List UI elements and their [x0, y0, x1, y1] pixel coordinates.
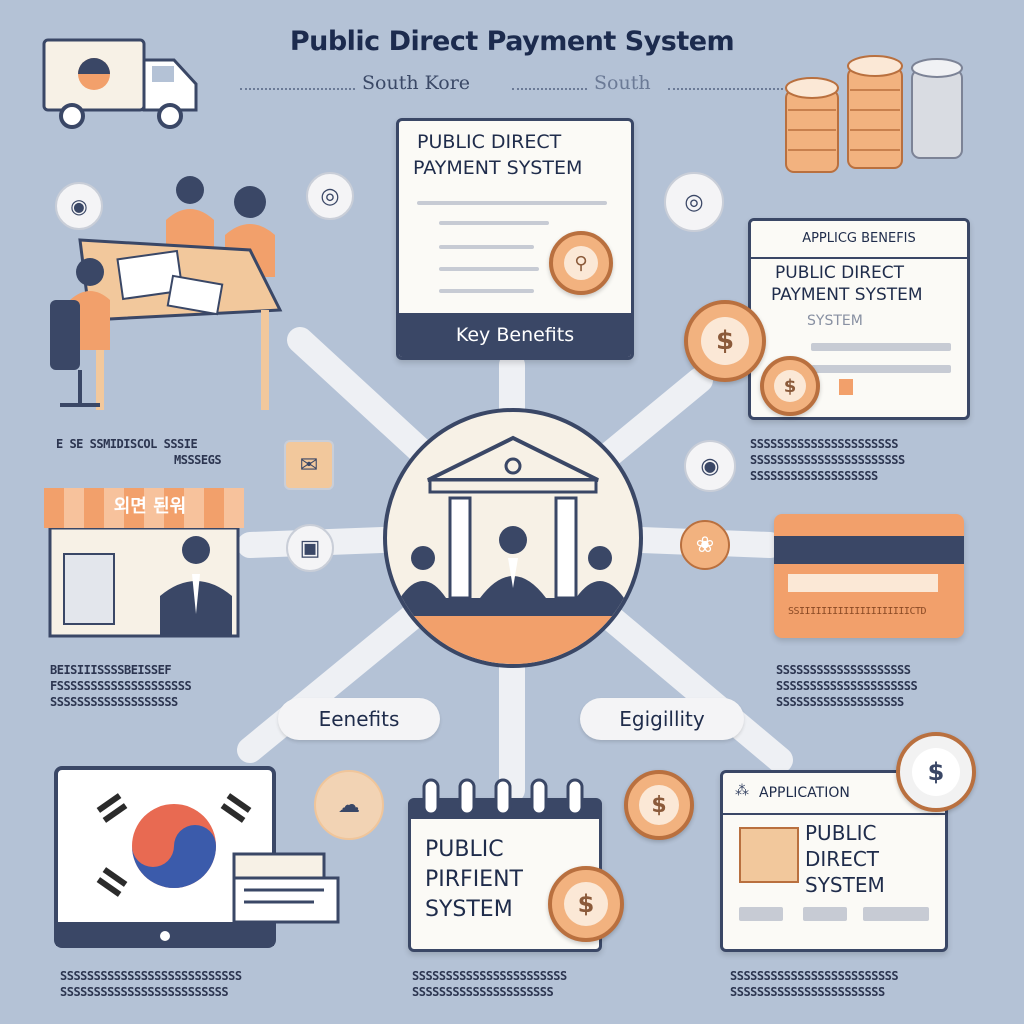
page-title: Public Direct Payment System: [289, 26, 735, 57]
text-line: [811, 343, 951, 351]
calendar-rings: [422, 778, 584, 816]
subtitle-left: South Kore: [362, 72, 471, 94]
card-header: APPLICG BENEFIS: [751, 221, 967, 259]
text-line: [863, 907, 929, 921]
office-desk-illustration: [50, 176, 283, 410]
divider: [240, 88, 355, 92]
globe-icon: ◎: [306, 172, 354, 220]
shield-icon: ◉: [55, 182, 103, 230]
card-subtitle: SYSTEM: [807, 313, 863, 329]
benefits-pill[interactable]: Eenefits: [278, 698, 440, 740]
government-hub-illustration: [383, 408, 643, 668]
dollar-coin-icon: $: [684, 300, 766, 382]
application-line3: SYSTEM: [805, 873, 885, 897]
coin-stacks-illustration: [785, 55, 963, 173]
caption-bottom-mid: SSSSSSSSSSSSSSSSSSSSSSS SSSSSSSSSSSSSSSS…: [412, 969, 567, 999]
credit-card-illustration: SSIIIIIIIIIIIIIIIIIIIICTD: [774, 514, 964, 638]
card-stripe: [774, 536, 964, 564]
dollar-coin-icon: $: [760, 356, 820, 416]
swatch: [839, 379, 853, 395]
text-line: [811, 365, 951, 373]
caption-bottom-right: SSSSSSSSSSSSSSSSSSSSSSSSS SSSSSSSSSSSSSS…: [730, 969, 899, 999]
dollar-coin-icon: $: [548, 866, 624, 942]
text-line: [439, 289, 534, 293]
card-title-line2: PAYMENT SYSTEM: [771, 285, 923, 305]
alert-icon: ⁂: [735, 783, 749, 799]
store-sign: 외면 된워: [113, 496, 187, 517]
card-number: SSIIIIIIIIIIIIIIIIIIIICTD: [788, 606, 927, 617]
caption-right-mid: SSSSSSSSSSSSSSSSSSSSSS SSSSSSSSSSSSSSSSS…: [750, 437, 905, 483]
image-placeholder: [739, 827, 799, 883]
application-line1: PUBLIC: [805, 821, 877, 845]
application-line2: DIRECT: [805, 847, 880, 871]
phone-icon: ▣: [286, 524, 334, 572]
subtitle-right: South: [594, 72, 651, 94]
dollar-coin-icon: $: [896, 732, 976, 812]
caption-right-low: SSSSSSSSSSSSSSSSSSSS SSSSSSSSSSSSSSSSSSS…: [776, 663, 918, 709]
text-line: [739, 907, 783, 921]
card-header: [723, 773, 945, 815]
magnifier-coin-icon: ⚲: [549, 231, 613, 295]
document-icon: ✉: [284, 440, 334, 490]
calendar-line1: PUBLIC: [425, 837, 504, 862]
card-title-line2: PAYMENT SYSTEM: [413, 157, 583, 179]
record-icon: ◉: [684, 440, 736, 492]
text-line: [417, 201, 607, 205]
food-icon: ❀: [680, 520, 730, 570]
dollar-coin-icon: $: [624, 770, 694, 840]
cloud-icon: ☁: [314, 770, 384, 840]
card-footer: Key Benefits: [399, 313, 631, 357]
globe-icon: ◎: [664, 172, 724, 232]
eligibility-pill[interactable]: Egigillity: [580, 698, 744, 740]
storefront-illustration: [44, 488, 244, 638]
card-field: [788, 574, 938, 592]
caption-bottom-left: SSSSSSSSSSSSSSSSSSSSSSSSSSS SSSSSSSSSSSS…: [60, 969, 242, 999]
card-header-label: APPLICATION: [759, 785, 850, 801]
calendar-line3: SYSTEM: [425, 897, 513, 922]
caption-left-low: BEISIIISSSSBEISSEF FSSSSSSSSSSSSSSSSSSSS…: [50, 663, 192, 709]
calendar-line2: PIRFIENT: [425, 867, 523, 892]
card-title-line1: PUBLIC DIRECT: [417, 131, 562, 153]
divider: [668, 88, 783, 92]
caption-left-mid: E SE SSMIDISCOL SSSIE MSSSEGS: [56, 437, 222, 467]
monitor-flag-illustration: [54, 766, 340, 948]
divider: [512, 88, 587, 92]
text-line: [439, 245, 534, 249]
key-benefits-card: PUBLIC DIRECT PAYMENT SYSTEM ⚲ Key Benef…: [396, 118, 634, 360]
text-line: [803, 907, 847, 921]
text-line: [439, 267, 539, 271]
card-title-line1: PUBLIC DIRECT: [775, 263, 905, 283]
text-line: [439, 221, 549, 225]
delivery-truck-illustration: [42, 38, 198, 129]
